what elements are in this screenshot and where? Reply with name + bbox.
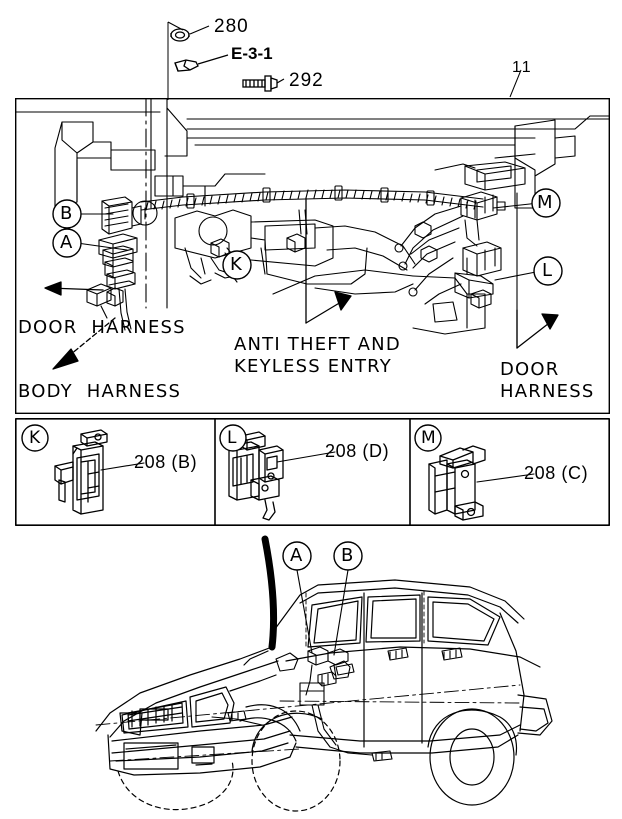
vehicle-marker-B (333, 541, 363, 571)
detail-marker-label-L: L (227, 428, 237, 448)
detail-marker-K (21, 424, 49, 452)
fastener-280-icon (170, 28, 190, 42)
vehicle-markers (0, 535, 622, 819)
leader-line-vertical-nut (167, 21, 184, 100)
leader-lines-AB (76, 213, 128, 251)
leader-line-11 (509, 69, 522, 98)
fastener-e31-icon (174, 59, 199, 72)
floor-outline-right (314, 275, 486, 335)
left-pillar-trim (54, 121, 156, 211)
door-harness-arrow-right (516, 309, 559, 349)
clip-208D-drawing (228, 431, 284, 521)
label-body-harness: BODY HARNESS (18, 381, 182, 402)
marker-B (52, 199, 82, 229)
main-harness-tube (140, 189, 484, 211)
steering-column-opening (132, 200, 158, 226)
vehicle-marker-label-A: A (290, 545, 303, 566)
marker-label-K: K (230, 254, 243, 275)
label-door-harness-left: DOOR HARNESS (18, 317, 186, 338)
label-door-harness-right-line1: DOOR (500, 359, 560, 380)
vehicle-wheels (251, 708, 518, 812)
detail-panels-border (15, 418, 610, 526)
body-harness-arrow (52, 317, 116, 370)
vehicle-body-outline (271, 579, 553, 754)
vehicle-reference-lines (95, 684, 521, 762)
dash-top-structure (15, 107, 610, 157)
leader-line-L (494, 270, 542, 281)
harness-clamps (186, 185, 435, 209)
section-cut-lines (150, 98, 168, 309)
small-connector-lower-right (470, 289, 492, 309)
detail-panels-row: K L M (15, 418, 610, 526)
callout-label-280: 280 (214, 16, 249, 37)
marker-label-A: A (60, 232, 73, 253)
leader-line-280 (189, 25, 210, 35)
detail-marker-M (414, 424, 442, 452)
marker-K (222, 250, 252, 280)
leader-line-e31 (197, 54, 229, 65)
detail-panel-markers (15, 418, 610, 526)
vehicle-marker-A (282, 541, 312, 571)
marker-label-B: B (60, 203, 73, 224)
top-callout-area (0, 0, 622, 100)
right-pillar-trim (434, 119, 576, 209)
marker-M (531, 188, 561, 218)
leader-line-208C (476, 473, 535, 483)
door-harness-arrow-left (44, 281, 104, 296)
marker-A (52, 228, 82, 258)
callout-label-292: 292 (289, 70, 324, 91)
callout-label-11: 11 (512, 59, 533, 76)
leader-line-208D (276, 451, 336, 463)
marker-L (533, 256, 563, 286)
leader-line-292 (276, 78, 285, 84)
vehicle-harness-routing (211, 646, 463, 762)
label-anti-theft-line2: KEYLESS ENTRY (234, 356, 392, 377)
clip-208C-drawing (428, 445, 486, 521)
detail-marker-label-K: K (29, 428, 41, 448)
main-panel-border (15, 98, 610, 414)
main-panel-markers (15, 98, 610, 414)
marker-label-M: M (537, 192, 554, 213)
anti-theft-arrow (305, 197, 352, 324)
marker-label-L: L (542, 260, 553, 281)
vehicle-marker-label-B: B (341, 545, 354, 566)
part-number-208B: 208 (B) (134, 452, 198, 472)
leader-line-208B (100, 462, 145, 471)
fastener-292-icon (242, 75, 278, 92)
dash-center-structure (174, 209, 334, 285)
clip-208B-drawing (54, 429, 108, 515)
door-harness-connector-left (86, 283, 112, 319)
label-anti-theft-line1: ANTI THEFT AND (234, 334, 401, 355)
passenger-side-outline (272, 225, 416, 295)
part-number-208C: 208 (C) (524, 463, 589, 483)
bulkhead-grommet (286, 209, 308, 253)
dash-crossmember (154, 173, 266, 207)
detail-marker-label-M: M (421, 428, 437, 448)
vehicle-window-trim (305, 590, 425, 648)
main-diagram-panel: B A K M L (15, 98, 610, 414)
vehicle-illustration-area: A B (0, 535, 622, 819)
callout-label-e31: E-3-1 (231, 44, 273, 63)
right-wire-bundle (394, 205, 464, 305)
detail-marker-L (219, 424, 247, 452)
part-number-208D: 208 (D) (325, 441, 390, 461)
connector-M-detail (460, 191, 506, 247)
pillar-accent-stroke (261, 535, 278, 651)
connector-L-detail (454, 241, 502, 299)
label-door-harness-right-line2: HARNESS (500, 381, 595, 402)
